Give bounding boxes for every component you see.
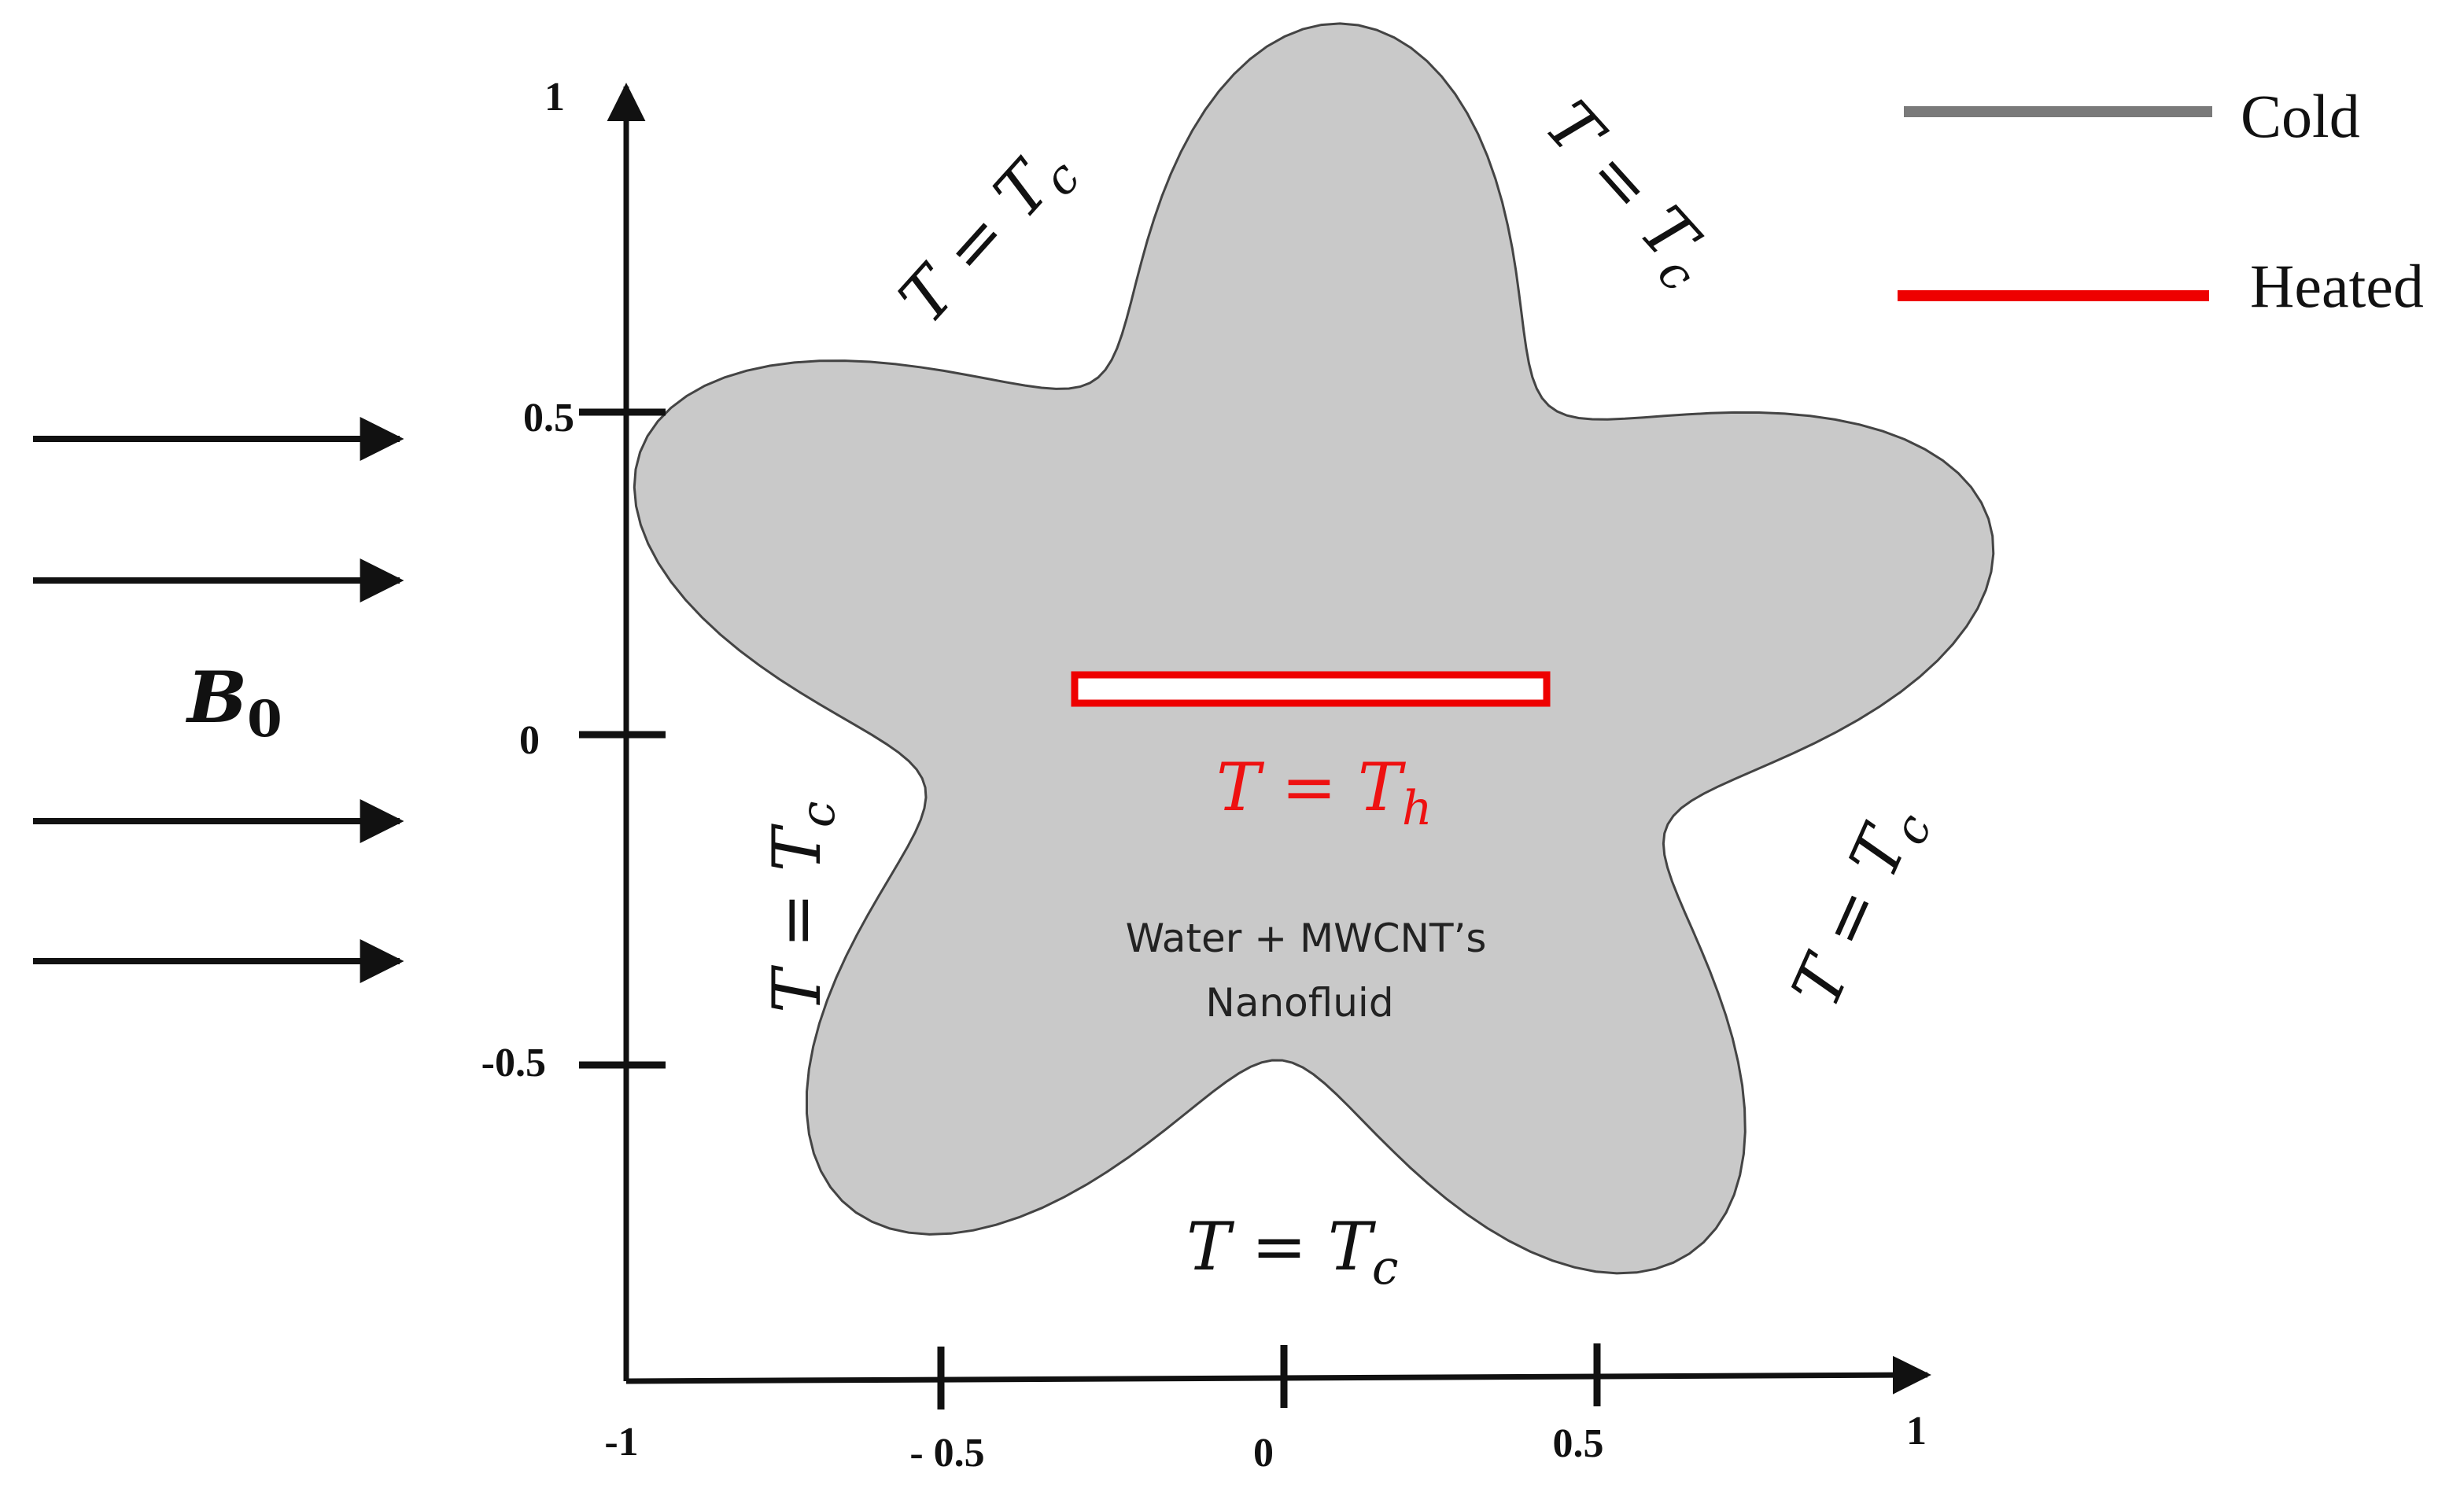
heated-obstacle (1071, 671, 1551, 707)
hot-bc-label: T = Th (1216, 749, 1433, 836)
fluid-label-line1: Water + MWCNT’s (1126, 916, 1487, 961)
cold-bc-label-left: T = Tc (758, 801, 846, 1013)
legend-heated-label: Heated (2250, 252, 2424, 320)
x-tick-label: 0.5 (1553, 1421, 1604, 1466)
x-tick-label: - 0.5 (909, 1431, 984, 1476)
x-tick-label: 0 (1253, 1431, 1274, 1476)
cold-bc-label-right: T = Tc (1777, 793, 1943, 1022)
fluid-label-line2: Nanofluid (1205, 980, 1393, 1026)
cold-bc-label-bottom: T = Tc (1186, 1208, 1398, 1295)
y-tick-label: -0.5 (481, 1041, 546, 1085)
legend-cold-label: Cold (2241, 82, 2360, 150)
y-tick-label: 1 (544, 75, 565, 120)
x-tick-label: -1 (604, 1420, 638, 1465)
y-tick-label: 0 (519, 718, 540, 763)
x-tick-label: 1 (1906, 1409, 1927, 1454)
cold-bc-label-top-left: T = Tc (884, 129, 1091, 345)
x-axis (625, 1355, 1931, 1395)
y-tick-label: 0.5 (523, 396, 574, 440)
magnetic-field-label: B0 (185, 656, 282, 749)
star-cavity (633, 22, 1995, 1275)
cold-bc-label-top-right: T = Tc (1522, 87, 1729, 303)
